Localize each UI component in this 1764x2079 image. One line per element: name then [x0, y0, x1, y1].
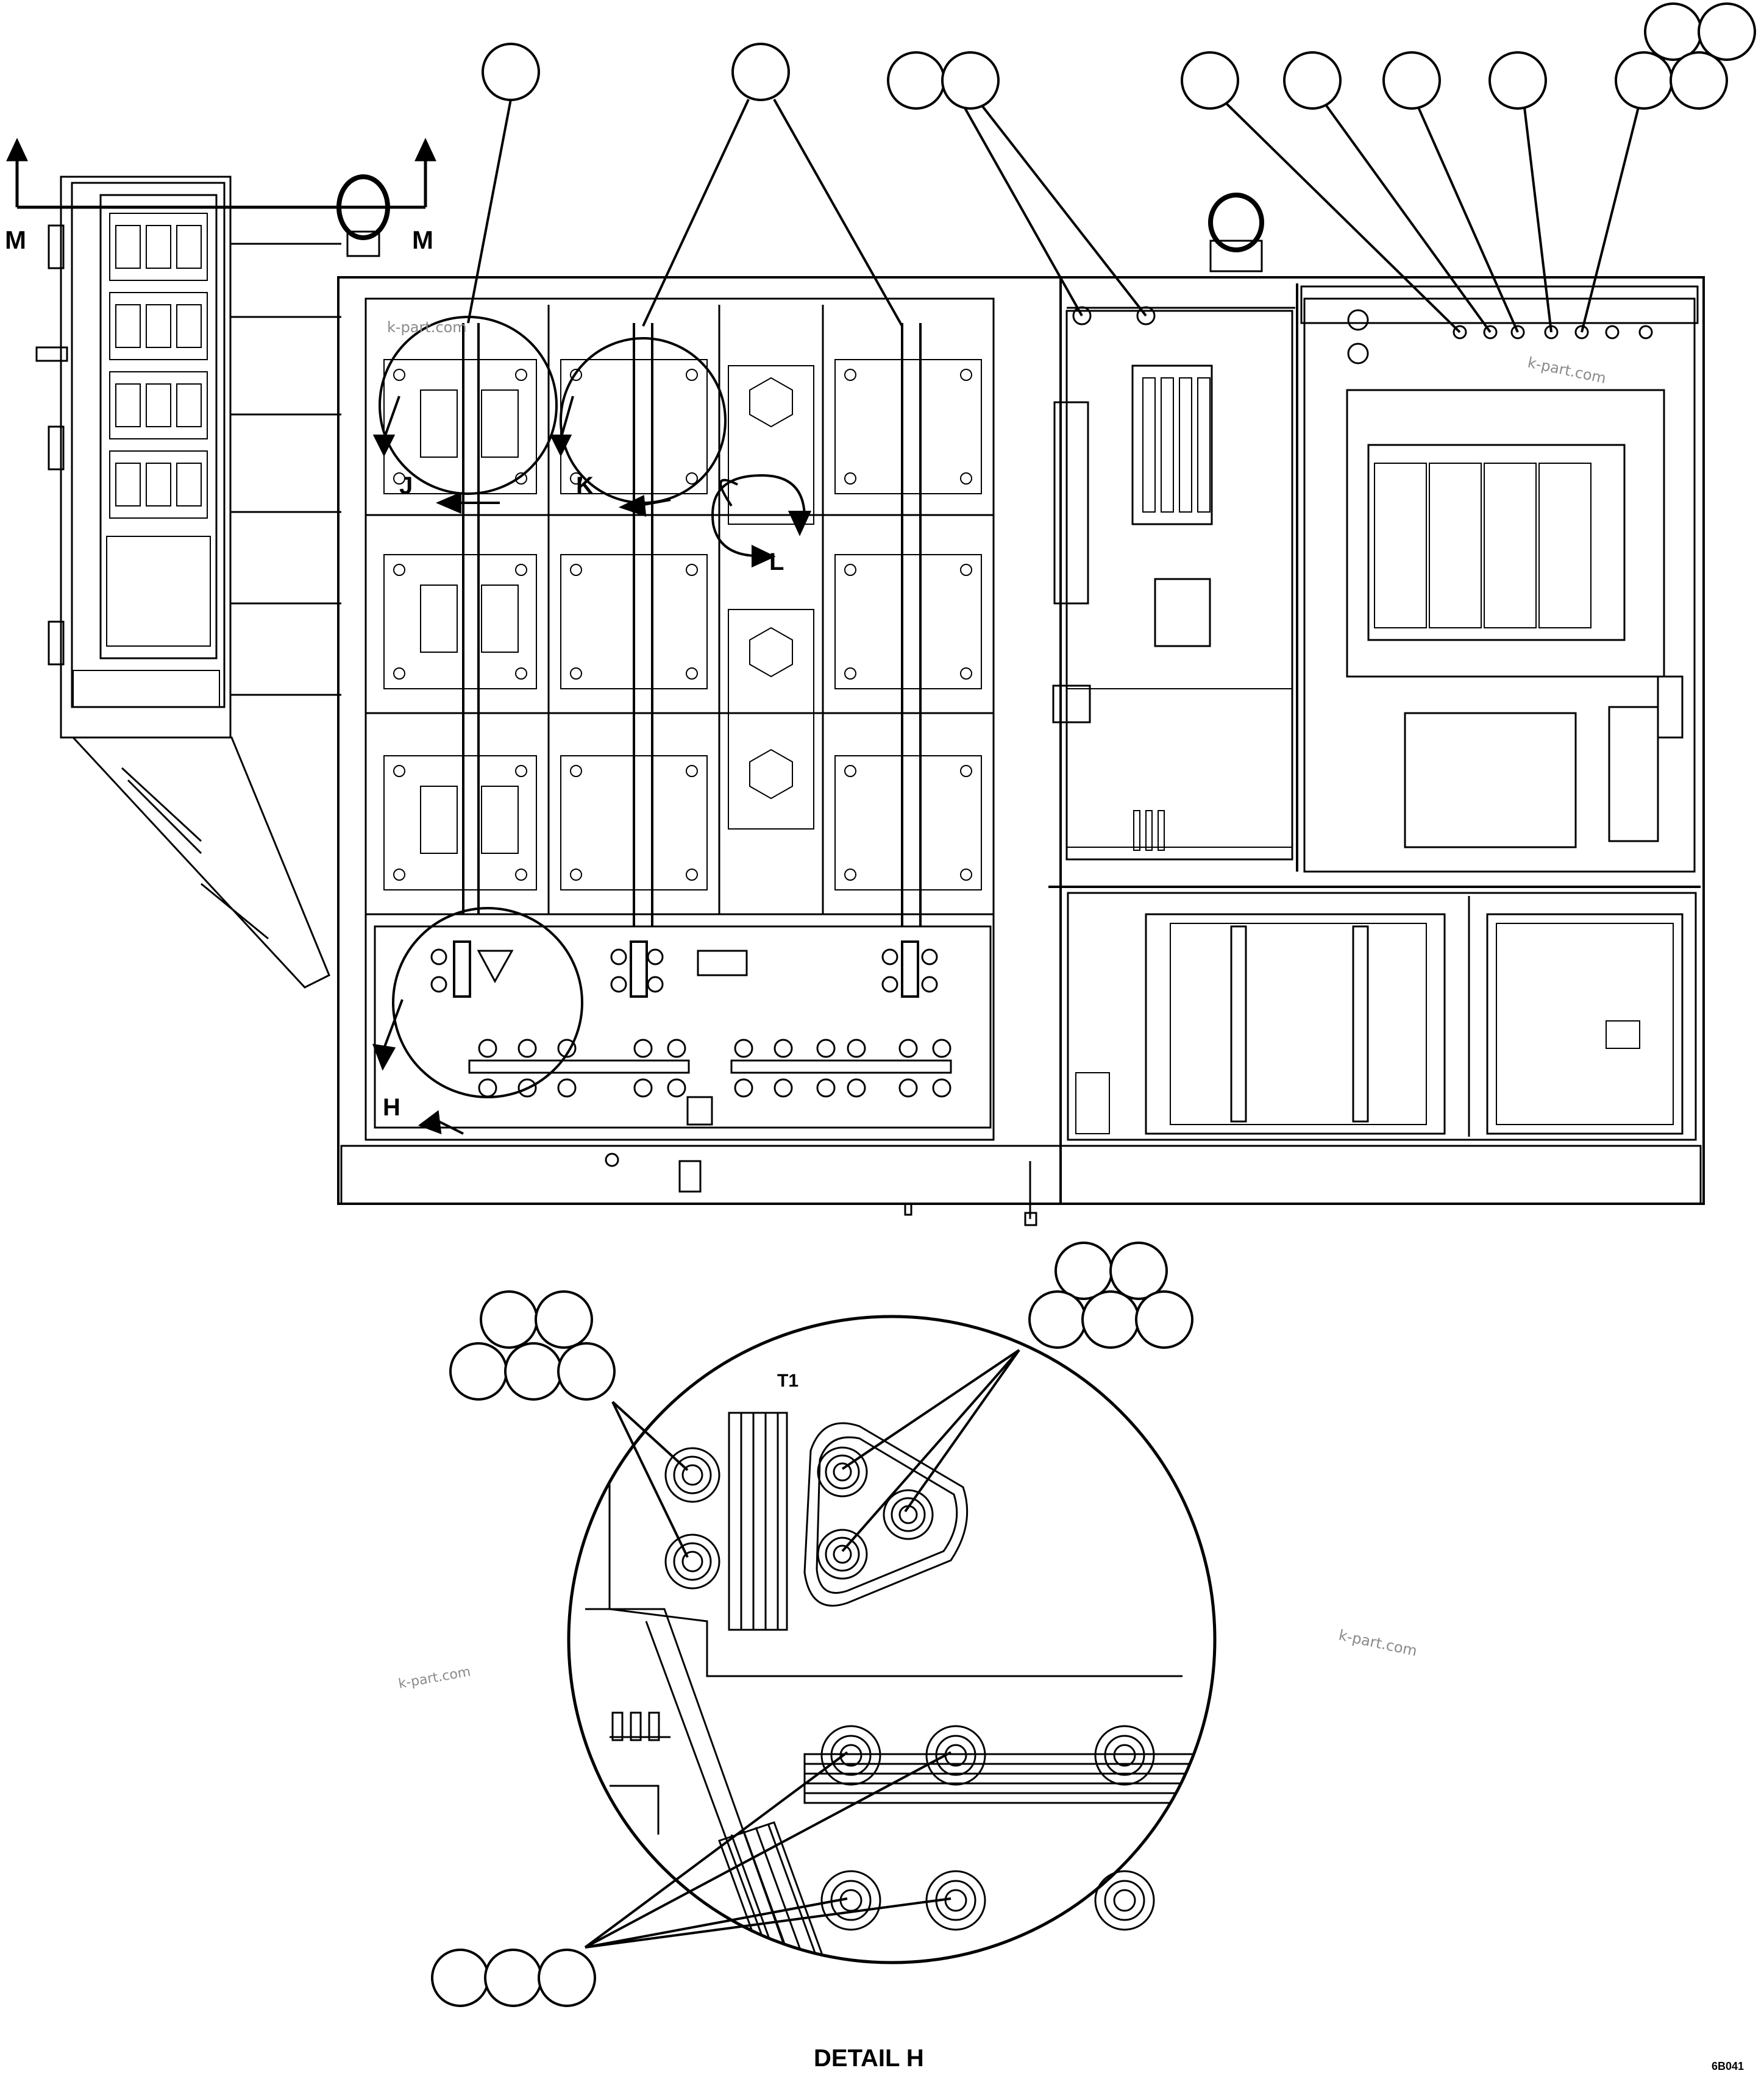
watermark: k-part.com	[1337, 1626, 1419, 1660]
callout-leaders-top	[467, 98, 1641, 333]
watermark: k-part.com	[397, 1664, 472, 1691]
section-label-m-left: M	[5, 226, 26, 254]
callout-balloon	[1670, 51, 1728, 110]
callout-balloon	[941, 51, 1000, 110]
callout-balloon	[538, 1949, 596, 2007]
watermark: k-part.com	[387, 319, 467, 336]
callout-balloon	[449, 1342, 508, 1401]
callout-balloon	[731, 43, 790, 101]
callout-balloon	[1135, 1290, 1193, 1349]
view-label-l: L	[769, 549, 784, 575]
detail-h-enlarged-view: T1	[567, 1315, 1217, 1964]
bottom-marks	[904, 1161, 1037, 1226]
callout-balloons-top	[482, 2, 1756, 110]
power-module-grid	[365, 297, 995, 1141]
callout-balloon	[1698, 2, 1756, 61]
dc-bus-terminal-area	[374, 925, 992, 1193]
callout-balloon	[887, 51, 945, 110]
view-label-j: J	[399, 472, 413, 499]
callout-balloon	[504, 1342, 563, 1401]
callout-balloon	[1054, 1242, 1113, 1300]
control-section-right	[1303, 297, 1696, 873]
control-section-middle	[1052, 306, 1293, 861]
view-arrows	[372, 396, 812, 1135]
callout-balloon	[1644, 2, 1702, 61]
detail-title: DETAIL H	[814, 2045, 924, 2072]
section-arrows-m	[6, 138, 436, 209]
left-side-cabinet	[35, 174, 390, 989]
callout-balloon	[1488, 51, 1547, 110]
callout-balloon	[1382, 51, 1441, 110]
detail-callout-label: T1	[777, 1371, 798, 1391]
figure-number: 6B041	[1712, 2060, 1744, 2072]
section-label-m-right: M	[412, 226, 433, 254]
transformer-and-plate	[1075, 913, 1684, 1135]
callout-balloon	[484, 1949, 542, 2007]
callout-balloon	[1028, 1290, 1087, 1349]
detail-circles-main-view	[379, 316, 727, 1098]
callout-balloons-detail	[431, 1242, 1193, 2007]
callout-balloon	[1109, 1242, 1168, 1300]
callout-balloon	[480, 1290, 538, 1349]
callout-balloon	[1283, 51, 1342, 110]
callout-balloon	[1615, 51, 1673, 110]
callout-balloon	[1181, 51, 1239, 110]
view-label-h: H	[383, 1094, 400, 1121]
view-label-k: K	[576, 472, 594, 499]
callout-leaders-detail	[584, 1349, 1020, 1949]
callout-balloon	[431, 1949, 489, 2007]
callout-balloon	[535, 1290, 593, 1349]
lifting-eye-right	[1208, 193, 1264, 272]
callout-balloon	[557, 1342, 616, 1401]
callout-balloon	[482, 43, 540, 101]
main-cabinet	[337, 276, 1705, 1205]
callout-balloon	[1081, 1290, 1140, 1349]
watermark: k-part.com	[1526, 354, 1608, 387]
